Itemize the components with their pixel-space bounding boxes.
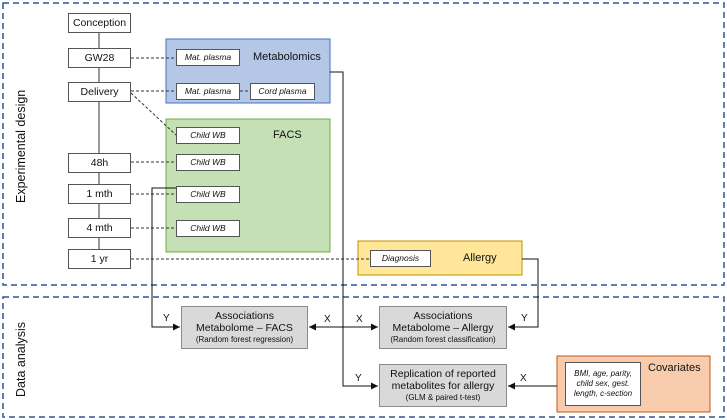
timeline-1yr: 1 yr [68, 249, 131, 269]
arrow-metabolomics-to-replication [342, 327, 378, 390]
analysis-replication-title-1: Replication of reported [390, 368, 496, 381]
covariates-line-1: BMI, age, parity, [574, 369, 632, 378]
analysis-replication-method: (GLM & paired t-test) [405, 393, 481, 403]
analysis-allergy-title-1: Associations [413, 310, 473, 323]
arrow-metabolomics-to-allergy-assoc [330, 71, 378, 331]
arrow-facs-to-association [151, 187, 180, 331]
covariates-label: Covariates [648, 362, 701, 374]
analysis-facs-title-1: Associations [215, 310, 274, 323]
analysis-replication: Replication of reported metabolites for … [379, 364, 507, 407]
metabolomics-label: Metabolomics [253, 51, 321, 63]
sample-diagnosis: Diagnosis [370, 250, 431, 267]
timeline-conception: Conception [68, 13, 131, 33]
timeline-48h: 48h [68, 153, 131, 173]
covariates-text-box: BMI, age, parity, child sex, gest. lengt… [565, 362, 641, 406]
data-analysis-label: Data analysis [14, 321, 28, 397]
timeline-4mth: 4 mth [68, 218, 131, 238]
timeline-1mth: 1 mth [68, 184, 131, 204]
covariates-line-3: length, c-section [573, 389, 633, 398]
connector-delivery-child-wb [130, 92, 177, 136]
sample-cord-plasma: Cord plasma [250, 83, 315, 100]
edge-label-x-replication: X [520, 373, 527, 384]
edge-label-y-allergy: Y [521, 313, 528, 324]
covariates-line-2: child sex, gest. [576, 379, 630, 388]
sample-child-wb-48h: Child WB [176, 154, 240, 171]
edge-label-y-facs: Y [163, 313, 170, 324]
timeline-gw28: GW28 [68, 48, 131, 68]
analysis-facs-title-2: Metabolome – FACS [196, 322, 293, 335]
experimental-design-frame [2, 2, 725, 286]
analysis-allergy-title-2: Metabolome – Allergy [392, 322, 494, 335]
facs-label: FACS [273, 129, 302, 141]
arrow-allergy-to-assoc [508, 258, 539, 331]
analysis-metabolome-facs: Associations Metabolome – FACS (Random f… [181, 306, 308, 349]
analysis-allergy-method: (Random forest classification) [390, 335, 496, 345]
sample-child-wb-4mth: Child WB [176, 220, 240, 237]
edge-label-y-replication: Y [355, 373, 362, 384]
sample-mat-plasma-gw28: Mat. plasma [176, 49, 240, 66]
edge-label-x-allergy: X [356, 314, 363, 325]
sample-mat-plasma-delivery: Mat. plasma [176, 83, 240, 100]
timeline-delivery: Delivery [68, 82, 131, 102]
experimental-design-label: Experimental design [14, 89, 28, 203]
edge-label-x-facs: X [324, 314, 331, 325]
sample-child-wb-1mth: Child WB [176, 186, 240, 203]
analysis-facs-method: (Random forest regression) [195, 335, 294, 345]
analysis-metabolome-allergy: Associations Metabolome – Allergy (Rando… [379, 306, 507, 349]
data-analysis-frame [2, 296, 725, 418]
allergy-label: Allergy [463, 252, 497, 264]
analysis-replication-title-2: metabolites for allergy [391, 380, 495, 393]
sample-child-wb-delivery: Child WB [176, 127, 240, 144]
